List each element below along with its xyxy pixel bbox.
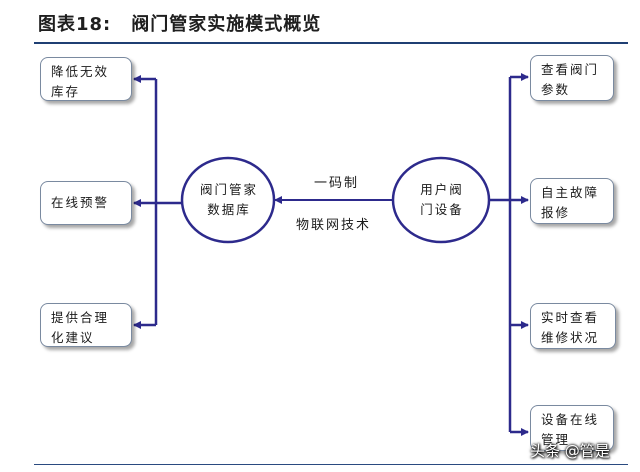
- box-text-line: 化建议: [51, 330, 95, 345]
- figure-label: 图表18:: [38, 14, 112, 35]
- box-text-line: 自主故障: [541, 185, 600, 200]
- box-repair-status: 实时查看 维修状况: [530, 303, 616, 349]
- edge-label-one-code: 一码制: [314, 176, 360, 191]
- database-node-label: 阀门管家 数据库: [188, 180, 270, 220]
- box-text-line: 实时查看: [541, 310, 600, 325]
- database-circle: [180, 156, 276, 244]
- database-line-1: 阀门管家: [199, 182, 258, 197]
- user-valve-node-label: 用户阀 门设备: [400, 180, 484, 220]
- box-text-line: 设备在线: [541, 412, 600, 427]
- box-view-params: 查看阀门 参数: [530, 55, 614, 101]
- user-valve-line-1: 用户阀: [420, 182, 464, 197]
- figure-title: 图表18: 阀门管家实施模式概览: [38, 10, 321, 36]
- database-line-2: 数据库: [207, 202, 251, 217]
- box-text-line: 参数: [541, 82, 571, 97]
- bottom-rule: [34, 464, 628, 465]
- box-text-line: 维修状况: [541, 330, 600, 345]
- box-text-line: 提供合理: [51, 310, 110, 325]
- box-suggestions: 提供合理 化建议: [40, 303, 132, 347]
- box-online-mgmt: 设备在线 管理: [530, 405, 614, 451]
- box-text-line: 报修: [541, 205, 571, 220]
- box-online-warning: 在线预警: [40, 181, 132, 225]
- box-reduce-inventory: 降低无效 库存: [40, 57, 132, 101]
- watermark: 头条 @管是: [530, 442, 610, 460]
- box-text-line: 降低无效: [51, 64, 110, 79]
- box-text-line: 在线预警: [51, 195, 110, 210]
- edge-label-iot: 物联网技术: [296, 218, 372, 233]
- user-valve-circle: [391, 156, 491, 244]
- box-text-line: 库存: [51, 84, 81, 99]
- user-valve-line-2: 门设备: [420, 202, 464, 217]
- top-rule: [34, 42, 628, 44]
- box-text-line: 查看阀门: [541, 62, 600, 77]
- box-text-line: 管理: [541, 432, 571, 447]
- figure-title-text: 阀门管家实施模式概览: [131, 14, 322, 35]
- box-self-repair: 自主故障 报修: [530, 178, 614, 224]
